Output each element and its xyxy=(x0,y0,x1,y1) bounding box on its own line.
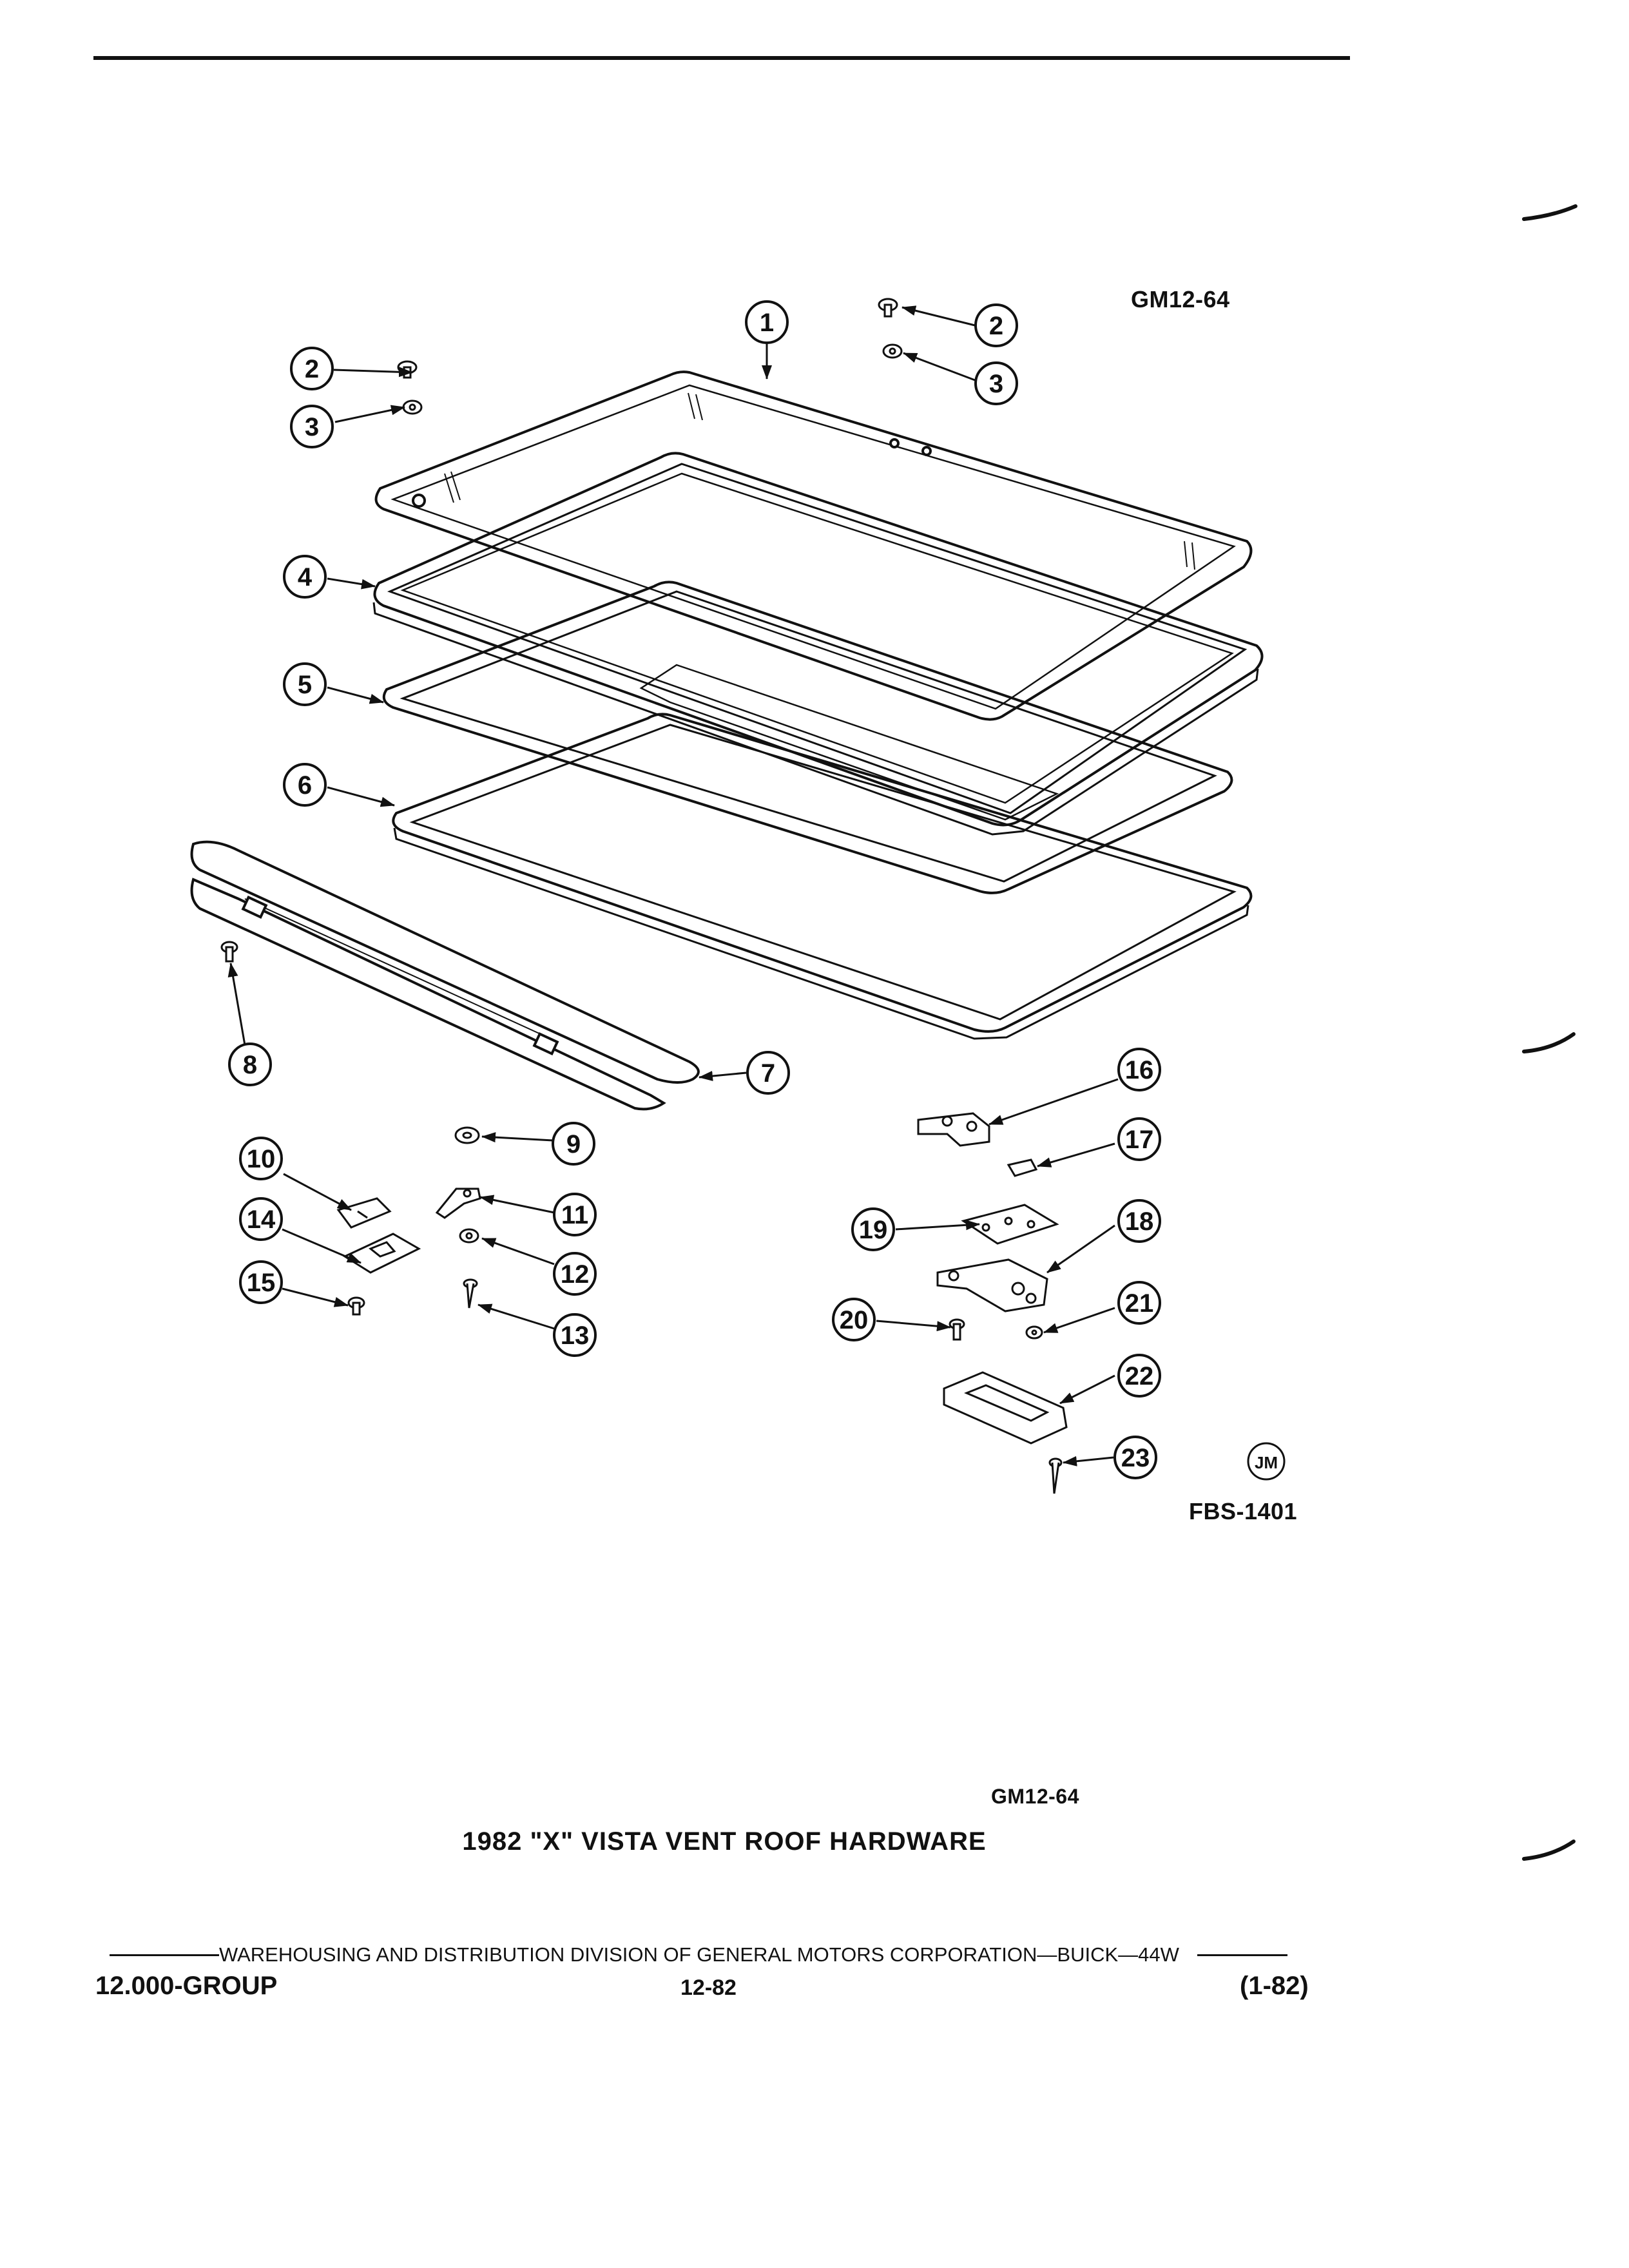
svg-text:3: 3 xyxy=(989,370,1003,398)
svg-text:12: 12 xyxy=(561,1260,590,1289)
footer-revision: (1-82) xyxy=(1240,1972,1309,2000)
callout-10: 10 xyxy=(239,1137,283,1180)
callout-2-right: 2 xyxy=(974,303,1018,347)
callout-19: 19 xyxy=(851,1207,895,1251)
footer-date: 12-82 xyxy=(680,1975,737,2000)
svg-text:8: 8 xyxy=(243,1051,257,1079)
small-hardware-parts xyxy=(220,298,1068,1494)
figure-code: FBS-1401 xyxy=(1189,1498,1298,1524)
svg-text:1: 1 xyxy=(760,309,774,337)
svg-text:5: 5 xyxy=(298,671,312,699)
svg-text:22: 22 xyxy=(1125,1362,1154,1390)
callout-2-left: 2 xyxy=(290,347,334,390)
svg-text:14: 14 xyxy=(247,1206,276,1234)
callout-3-right: 3 xyxy=(974,361,1018,405)
footer-division-text: WAREHOUSING AND DISTRIBUTION DIVISION OF… xyxy=(219,1943,1179,1966)
callout-22: 22 xyxy=(1117,1354,1161,1398)
diagram-caption: 1982 "X" VISTA VENT ROOF HARDWARE xyxy=(462,1827,987,1856)
callout-12: 12 xyxy=(553,1252,597,1296)
frame-part xyxy=(372,452,1264,836)
diagram-code-top: GM12-64 xyxy=(1131,286,1230,312)
svg-text:7: 7 xyxy=(761,1059,775,1088)
footer-rule-left xyxy=(110,1954,219,1956)
callout-14: 14 xyxy=(239,1197,283,1241)
glass-panel-part xyxy=(374,370,1253,721)
diagram-code-bottom: GM12-64 xyxy=(991,1785,1079,1808)
callout-5: 5 xyxy=(283,662,327,706)
callout-7: 7 xyxy=(746,1051,790,1095)
svg-text:10: 10 xyxy=(247,1145,276,1173)
weatherstrip-part xyxy=(392,713,1253,1040)
svg-text:23: 23 xyxy=(1121,1444,1150,1472)
callout-8: 8 xyxy=(228,1043,272,1086)
callout-23: 23 xyxy=(1113,1436,1157,1479)
callout-13: 13 xyxy=(553,1313,597,1357)
svg-text:19: 19 xyxy=(859,1216,888,1244)
callout-4: 4 xyxy=(283,555,327,599)
svg-text:17: 17 xyxy=(1125,1126,1154,1154)
callout-18: 18 xyxy=(1117,1199,1161,1243)
svg-text:20: 20 xyxy=(840,1306,869,1334)
svg-text:2: 2 xyxy=(305,355,319,383)
callout-11: 11 xyxy=(553,1193,597,1236)
callout-3-left: 3 xyxy=(290,405,334,448)
footer-group: 12.000-GROUP xyxy=(95,1972,278,2000)
callout-20: 20 xyxy=(832,1298,876,1341)
artist-mark: JM xyxy=(1247,1442,1286,1481)
svg-text:16: 16 xyxy=(1125,1056,1154,1084)
binding-marks xyxy=(1522,204,1577,1861)
callout-9: 9 xyxy=(552,1122,595,1166)
callout-6: 6 xyxy=(283,763,327,807)
footer-division-line: WAREHOUSING AND DISTRIBUTION DIVISION OF… xyxy=(110,1942,1321,1968)
svg-text:13: 13 xyxy=(561,1321,590,1350)
svg-text:4: 4 xyxy=(298,563,313,591)
svg-text:JM: JM xyxy=(1255,1453,1278,1472)
callout-17: 17 xyxy=(1117,1117,1161,1161)
callout-21: 21 xyxy=(1117,1281,1161,1325)
svg-text:15: 15 xyxy=(247,1269,276,1297)
svg-text:11: 11 xyxy=(561,1201,588,1229)
svg-text:6: 6 xyxy=(298,771,312,800)
footer-rule-right xyxy=(1197,1954,1287,1956)
callout-16: 16 xyxy=(1117,1048,1161,1091)
deflector-part xyxy=(190,840,700,1111)
top-rule xyxy=(93,56,1350,60)
leader-lines xyxy=(227,305,1119,1466)
svg-text:9: 9 xyxy=(566,1130,581,1158)
svg-text:2: 2 xyxy=(989,312,1003,340)
callout-15: 15 xyxy=(239,1260,283,1304)
svg-text:3: 3 xyxy=(305,413,319,441)
seal-part xyxy=(382,581,1233,894)
svg-text:21: 21 xyxy=(1125,1289,1154,1318)
svg-text:18: 18 xyxy=(1125,1207,1154,1236)
footer-row: 12.000-GROUP 12-82 (1-82) xyxy=(0,1972,1629,2004)
callout-1: 1 xyxy=(745,300,789,344)
